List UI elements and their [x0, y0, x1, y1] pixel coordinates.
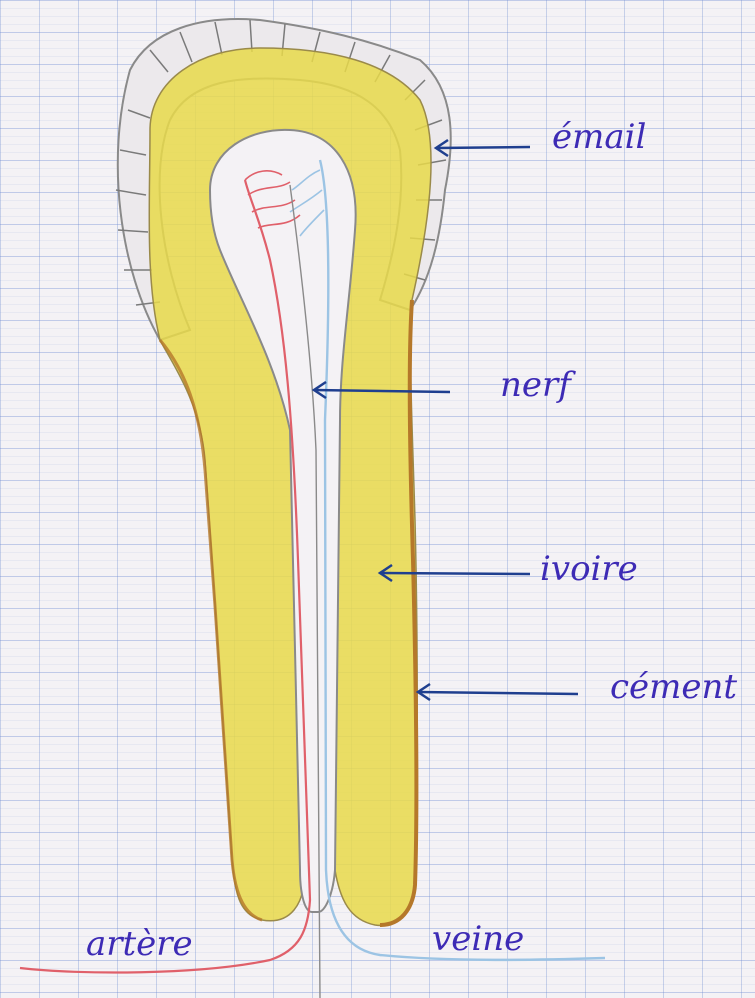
- label-artere: artère: [86, 924, 193, 964]
- label-nerf: nerf: [500, 365, 576, 405]
- label-email: émail: [552, 117, 646, 157]
- label-cement: cément: [610, 667, 737, 707]
- label-veine: veine: [432, 919, 524, 959]
- label-ivoire: ivoire: [540, 549, 638, 589]
- cement-arrow: [418, 684, 578, 700]
